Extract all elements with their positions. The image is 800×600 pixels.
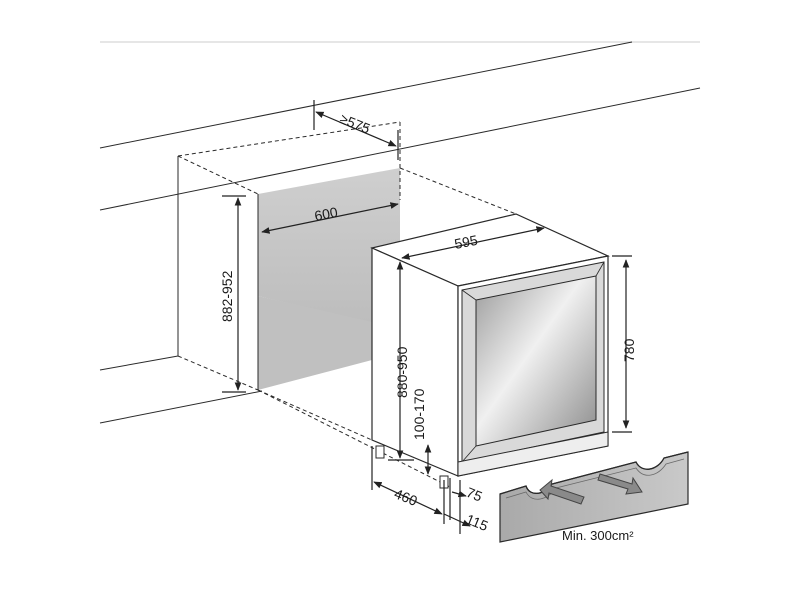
- label-niche-depth: ≥575: [338, 110, 373, 137]
- dimension-labels: ≥575 600 882-952 595 880-950 780 100-170…: [219, 110, 637, 534]
- label-appliance-height: 880-950: [394, 346, 410, 398]
- airflow-out-arrow: [597, 473, 643, 495]
- cabinet-outline: [99, 41, 701, 424]
- label-niche-height: 882-952: [219, 270, 235, 322]
- ventilation-grille: [499, 451, 689, 543]
- dimension-lines: [222, 100, 632, 534]
- foot-left: [375, 445, 385, 459]
- door-glass: [475, 275, 597, 447]
- niche-dashed-lines: [177, 121, 517, 488]
- label-base-depth: 460: [392, 485, 420, 509]
- airflow-arrows: [539, 473, 643, 505]
- ventilation-label: Min. 300cm²: [562, 528, 634, 543]
- label-plinth-height: 100-170: [411, 388, 427, 440]
- label-plinth-offset: 75: [464, 484, 485, 505]
- label-niche-width: 600: [313, 204, 339, 224]
- label-door-height: 780: [621, 338, 637, 362]
- airflow-in-arrow: [539, 478, 585, 505]
- label-appliance-width: 595: [453, 232, 479, 252]
- label-plinth-setback: 115: [464, 511, 491, 534]
- wine-cooler: [370, 213, 610, 489]
